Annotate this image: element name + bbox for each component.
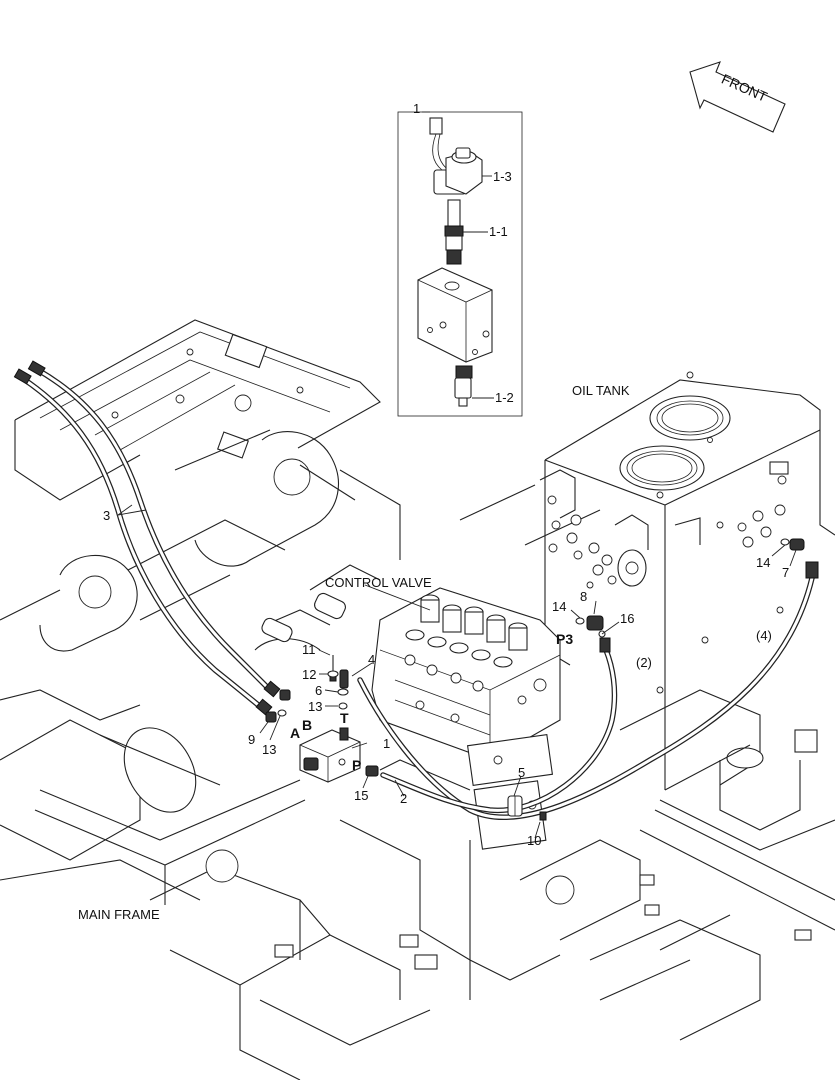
callout-13a: 13 bbox=[308, 699, 322, 714]
hoses bbox=[13, 360, 819, 821]
fitting-7 bbox=[789, 538, 805, 551]
fitting-9 bbox=[265, 711, 277, 723]
callout-4: 4 bbox=[368, 652, 375, 667]
callout-2-paren: (2) bbox=[636, 655, 652, 670]
front-label: FRONT bbox=[719, 71, 770, 105]
port-T-label: T bbox=[340, 710, 349, 726]
callout-6: 6 bbox=[315, 683, 322, 698]
area-labels: OIL TANK CONTROL VALVE MAIN FRAME bbox=[78, 383, 630, 922]
fitting-15 bbox=[365, 765, 379, 777]
part-callouts: 3 11 12 6 13 4 9 13 1 15 2 5 10 14 8 16 … bbox=[103, 508, 789, 848]
callout-10: 10 bbox=[527, 833, 541, 848]
elbow-8 bbox=[586, 615, 604, 631]
valve-cartridge-lower bbox=[454, 365, 473, 407]
front-direction-arrow: FRONT bbox=[689, 61, 786, 133]
oring-14b bbox=[780, 538, 790, 546]
tank-port-fittings bbox=[547, 475, 787, 694]
oring-14a bbox=[575, 617, 585, 625]
washer-12 bbox=[327, 670, 339, 678]
valve-cartridge bbox=[444, 199, 464, 265]
control-valve bbox=[371, 587, 561, 850]
elbow-fitting-4 bbox=[339, 669, 349, 689]
valve-spools bbox=[405, 594, 528, 668]
main-frame-structure bbox=[0, 319, 835, 1081]
port-P-label: P bbox=[352, 757, 361, 773]
hose-4 bbox=[357, 561, 819, 821]
callout-7: 7 bbox=[782, 565, 789, 580]
callout-16: 16 bbox=[620, 611, 634, 626]
hose-3-pair bbox=[13, 360, 281, 716]
leader-lines bbox=[117, 504, 797, 839]
solenoid-valve-inset: 1 1-3 1-1 bbox=[397, 101, 523, 417]
inset-part-1-1: 1-1 bbox=[489, 224, 508, 239]
callout-15: 15 bbox=[354, 788, 368, 803]
callout-9: 9 bbox=[248, 732, 255, 747]
inset-title: 1 bbox=[413, 101, 420, 116]
callout-5: 5 bbox=[518, 765, 525, 780]
solenoid-coil bbox=[433, 147, 483, 195]
callout-14a: 14 bbox=[552, 599, 566, 614]
callout-2: 2 bbox=[400, 791, 407, 806]
solenoid-block-installed bbox=[299, 727, 361, 783]
port-P3-label: P3 bbox=[556, 631, 573, 647]
oil-tank-label: OIL TANK bbox=[572, 383, 630, 398]
inset-part-1-3: 1-3 bbox=[493, 169, 512, 184]
connector-plug bbox=[429, 117, 443, 135]
callout-12: 12 bbox=[302, 667, 316, 682]
hose-2 bbox=[380, 637, 618, 814]
callout-3: 3 bbox=[103, 508, 110, 523]
inset-part-1-2: 1-2 bbox=[495, 390, 514, 405]
hose-clamp bbox=[507, 795, 523, 817]
callout-13b: 13 bbox=[262, 742, 276, 757]
control-valve-label: CONTROL VALVE bbox=[325, 575, 432, 590]
port-B-label: B bbox=[302, 717, 312, 733]
valve-body-block bbox=[417, 267, 493, 363]
oring-13 bbox=[338, 702, 348, 710]
callout-14b: 14 bbox=[756, 555, 770, 570]
main-frame-label: MAIN FRAME bbox=[78, 907, 160, 922]
oring-6 bbox=[337, 688, 349, 696]
callout-8: 8 bbox=[580, 589, 587, 604]
port-A-label: A bbox=[290, 725, 300, 741]
port-labels: B A T P P3 bbox=[290, 631, 573, 773]
fittings bbox=[265, 538, 805, 821]
oil-tank bbox=[539, 371, 835, 791]
bolt-10 bbox=[539, 811, 547, 821]
callout-11: 11 bbox=[302, 642, 316, 657]
callout-4-paren: (4) bbox=[756, 628, 772, 643]
callout-1: 1 bbox=[383, 736, 390, 751]
